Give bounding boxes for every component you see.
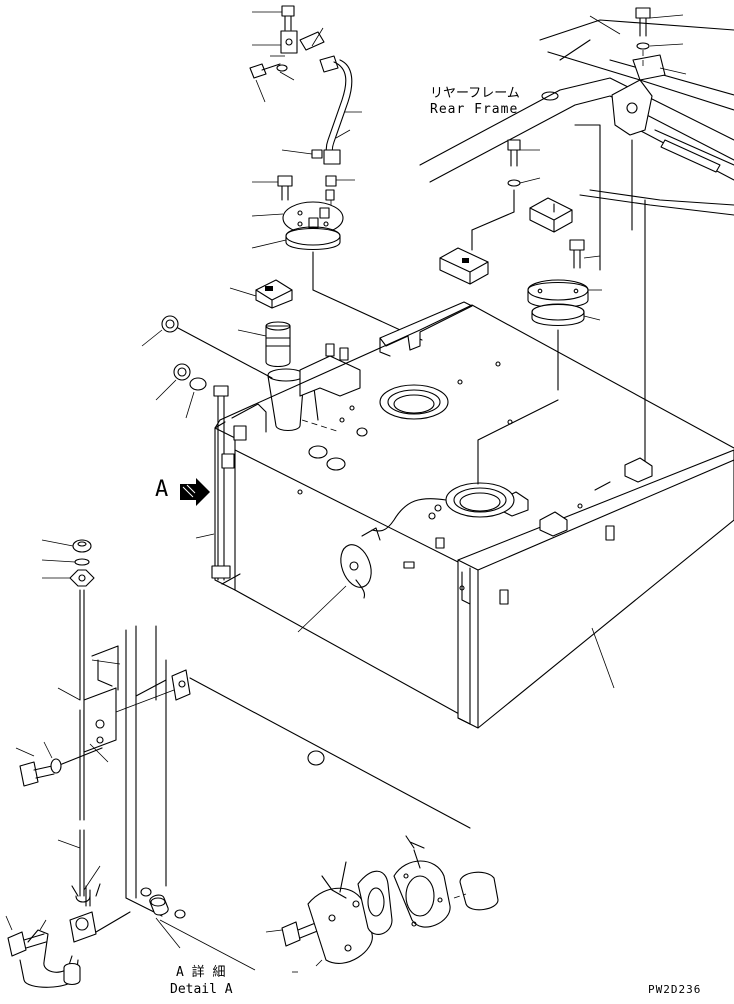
detail-a-label-en: Detail A	[170, 982, 233, 997]
detail-a-bracket	[15, 645, 175, 787]
tank-bosses	[297, 361, 583, 569]
tank-leader	[591, 627, 615, 689]
cover-plate-right	[527, 279, 602, 391]
drain-valve	[69, 865, 186, 949]
cover-plate-top	[251, 201, 423, 341]
tank-bracket	[299, 301, 473, 397]
detail-a-gauge	[41, 539, 95, 903]
drain-cover	[265, 835, 499, 973]
level-gauge	[195, 385, 267, 585]
breather-pipe	[323, 59, 362, 165]
fuel-tank-body	[214, 304, 734, 729]
detail-a-wall	[125, 625, 471, 917]
pipe-fitting-set	[252, 149, 355, 214]
tank-opening-front	[371, 399, 559, 532]
view-marker-label: A	[155, 477, 168, 502]
detail-a-label-jp: A 詳 細	[176, 964, 225, 980]
mount-blocks	[439, 139, 573, 285]
frame-bolt-top	[589, 7, 687, 75]
breather-fitting	[249, 5, 339, 103]
rear-frame-label-en: Rear Frame	[430, 102, 518, 117]
side-sender	[297, 527, 381, 633]
right-bolt	[569, 239, 601, 269]
detail-a-leader	[159, 919, 256, 971]
rear-frame-label-jp: リヤーフレーム	[430, 86, 520, 101]
level-sender	[229, 279, 293, 309]
hose-clamp	[5, 915, 81, 988]
breather-cap	[141, 315, 273, 419]
tank-opening-center	[379, 384, 449, 420]
view-direction-arrow-icon	[180, 478, 210, 506]
rear-frame	[419, 19, 734, 471]
filler-neck	[237, 321, 368, 437]
drawing-code: PW2D236	[648, 983, 701, 996]
